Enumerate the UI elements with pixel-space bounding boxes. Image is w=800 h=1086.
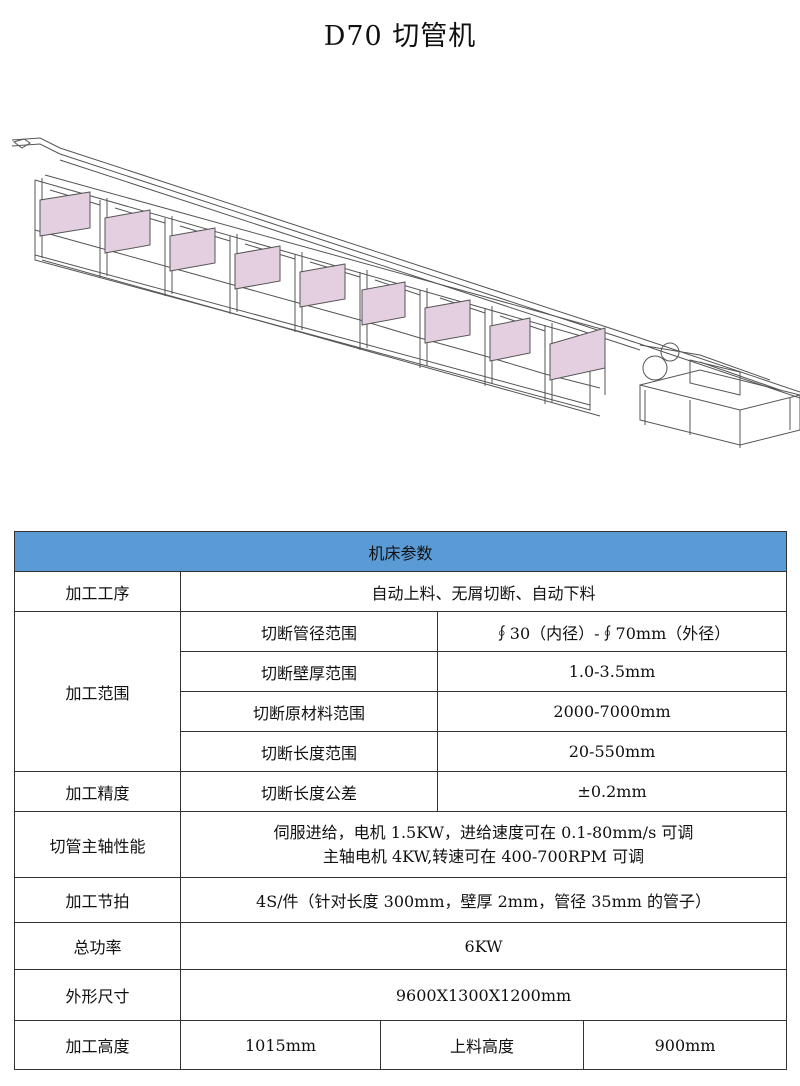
table-row: 切管主轴性能 伺服进给，电机 1.5KW，进给速度可在 0.1-80mm/s 可… xyxy=(14,811,788,878)
table-row: 加工工序 自动上料、无屑切断、自动下料 xyxy=(14,571,788,612)
feed-height-value: 900mm xyxy=(582,1020,788,1070)
size-value: 9600X1300X1200mm xyxy=(179,969,788,1021)
spindle-line-1: 伺服进给，电机 1.5KW，进给速度可在 0.1-80mm/s 可调 xyxy=(273,822,694,842)
table-header-row: 机床参数 xyxy=(13,531,788,572)
range-row-label: 切断管径范围 xyxy=(180,611,438,652)
range-row-label: 切断壁厚范围 xyxy=(180,651,438,692)
table-row: 外形尺寸 9600X1300X1200mm xyxy=(14,969,788,1021)
spec-table: 机床参数 加工工序 自动上料、无屑切断、自动下料 加工范围 切断管径范围 ∮30… xyxy=(13,531,788,1070)
table-row: 加工精度 切断长度公差 ±0.2mm xyxy=(14,771,788,812)
range-row-value: ∮30（内径）-∮70mm（外径） xyxy=(436,611,788,652)
height-label: 加工高度 xyxy=(14,1020,181,1070)
table-row: 加工范围 切断管径范围 ∮30（内径）-∮70mm（外径） xyxy=(14,611,788,772)
table-row: 总功率 6KW xyxy=(14,922,788,970)
table-header: 机床参数 xyxy=(13,531,788,572)
precision-value: ±0.2mm xyxy=(436,771,788,812)
power-label: 总功率 xyxy=(14,922,181,970)
range-row-value: 2000-7000mm xyxy=(436,691,788,732)
spindle-label: 切管主轴性能 xyxy=(14,811,181,878)
precision-sub-label: 切断长度公差 xyxy=(180,771,438,812)
power-value: 6KW xyxy=(179,922,788,970)
range-row-value: 20-550mm xyxy=(436,731,788,772)
range-row-label: 切断长度范围 xyxy=(180,731,438,772)
page-title: D70 切管机 xyxy=(323,21,477,52)
size-label: 外形尺寸 xyxy=(14,969,181,1021)
table-row: 加工节拍 4S/件（针对长度 300mm，壁厚 2mm，管径 35mm 的管子） xyxy=(14,877,788,923)
process-value: 自动上料、无屑切断、自动下料 xyxy=(179,571,788,612)
range-row-value: 1.0-3.5mm xyxy=(436,651,788,692)
spindle-line-2: 主轴电机 4KW,转速可在 400-700RPM 可调 xyxy=(322,846,645,866)
height-value: 1015mm xyxy=(180,1020,381,1070)
spindle-value: 伺服进给，电机 1.5KW，进给速度可在 0.1-80mm/s 可调 主轴电机 … xyxy=(179,811,788,878)
feed-height-label: 上料高度 xyxy=(380,1020,584,1070)
range-label: 加工范围 xyxy=(14,611,181,772)
table-row: 切断原材料范围 2000-7000mm xyxy=(15,691,788,732)
precision-label: 加工精度 xyxy=(14,771,181,812)
cycle-label: 加工节拍 xyxy=(14,877,181,923)
process-label: 加工工序 xyxy=(14,571,181,612)
range-row-label: 切断原材料范围 xyxy=(180,691,438,732)
table-row: 切断壁厚范围 1.0-3.5mm xyxy=(15,651,788,692)
machine-drawing xyxy=(11,137,800,448)
table-row: 加工高度 1015mm 上料高度 900mm xyxy=(14,1020,788,1070)
cycle-value: 4S/件（针对长度 300mm，壁厚 2mm，管径 35mm 的管子） xyxy=(179,877,788,923)
